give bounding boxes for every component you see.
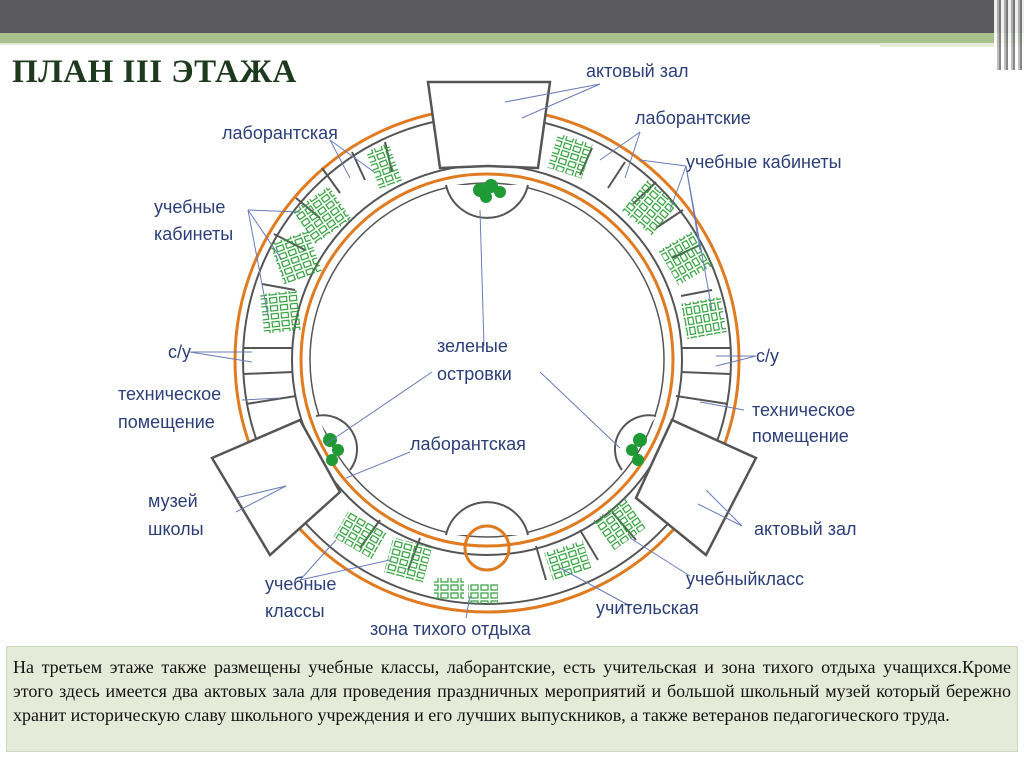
label-tech-right-line1: техническое xyxy=(752,400,855,420)
label-classrooms-left-line1: учебные xyxy=(154,197,225,217)
label-tech-left-line2: помещение xyxy=(118,412,215,432)
description-caption: На третьем этаже также размещены учебные… xyxy=(6,646,1018,752)
label-wc-left: с/у xyxy=(168,342,191,362)
label-assembly-hall-top: актовый зал xyxy=(586,61,688,81)
label-green-islands-line2: островки xyxy=(437,364,512,384)
label-classrooms-right: учебные кабинеты xyxy=(686,152,842,172)
label-quiet-zone: зона тихого отдыха xyxy=(370,619,532,639)
title-rule xyxy=(0,45,880,47)
label-lab-room-top-left: лаборантская xyxy=(222,123,338,143)
label-classrooms-bottom-line2: классы xyxy=(265,601,325,621)
header-band xyxy=(0,0,1024,33)
assembly-hall-right-room xyxy=(634,418,758,557)
label-museum-line2: школы xyxy=(148,519,204,539)
label-teachers-room: учительская xyxy=(596,598,699,618)
label-classrooms-left-line2: кабинеты xyxy=(154,224,233,244)
assembly-hall-top-room xyxy=(426,80,552,170)
label-lab-rooms-top: лаборантские xyxy=(635,108,751,128)
museum-room xyxy=(210,418,342,557)
header-accent-stripe xyxy=(0,33,1024,43)
label-assembly-hall-right: актовый зал xyxy=(754,519,856,539)
label-green-islands-line1: зеленые xyxy=(437,336,508,356)
label-tech-left-line1: техническое xyxy=(118,384,221,404)
label-classrooms-bottom-line1: учебные xyxy=(265,574,336,594)
label-classroom-right: учебныйкласс xyxy=(686,569,804,589)
label-museum-line1: музей xyxy=(148,491,198,511)
classroom-furniture xyxy=(260,133,727,604)
floor-plan: актовый зал лаборантские учебные кабинет… xyxy=(118,61,856,639)
slide-title: ПЛАН III ЭТАЖА xyxy=(12,54,297,90)
inner-bays xyxy=(315,184,657,572)
label-wc-right: с/у xyxy=(756,346,779,366)
decorative-stripes xyxy=(994,0,1024,70)
label-tech-right-line2: помещение xyxy=(752,426,849,446)
label-lab-room-center: лаборантская xyxy=(410,434,526,454)
leader-lines xyxy=(189,83,757,619)
